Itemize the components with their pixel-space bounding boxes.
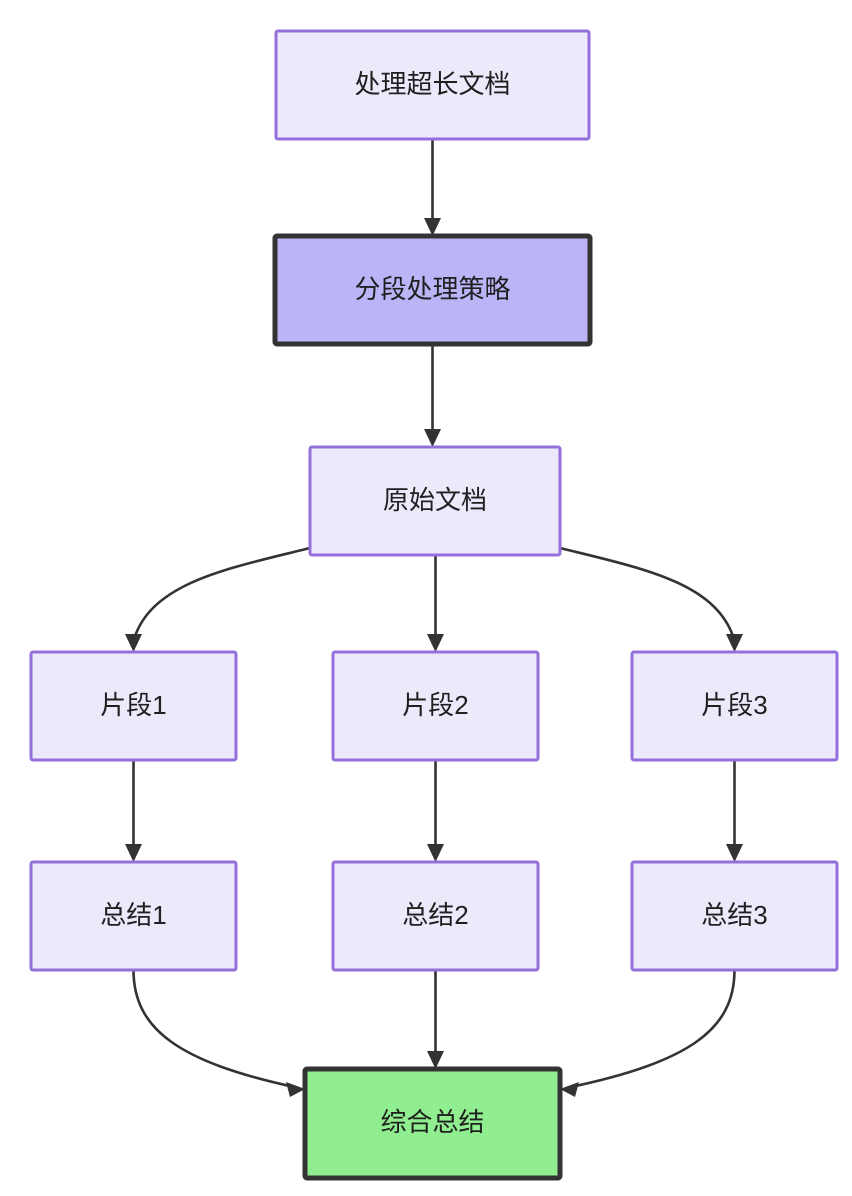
node-summary-2-box[interactable] (331, 860, 540, 972)
edge-chunk-strategy-to-source-doc (424, 344, 441, 447)
node-fragment-1[interactable]: 片段1 (29, 650, 238, 762)
node-fragment-3[interactable]: 片段3 (630, 650, 839, 762)
edge-summary-2-to-final-summary (427, 970, 444, 1069)
edge-source-doc-to-fragment-2 (427, 555, 444, 652)
node-doc-long[interactable]: 处理超长文档 (274, 29, 591, 141)
edge-source-doc-to-fragment-3 (559, 546, 743, 652)
edge-layer (125, 139, 743, 1097)
node-fragment-2[interactable]: 片段2 (331, 650, 540, 762)
node-summary-3[interactable]: 总结3 (630, 860, 839, 972)
node-chunk-strategy[interactable]: 分段处理策略 (272, 233, 593, 347)
node-summary-2[interactable]: 总结2 (331, 860, 540, 972)
node-source-doc-box[interactable] (308, 445, 562, 557)
node-layer: 处理超长文档 分段处理策略 原始文档 片段1 片段2 片段3 (29, 29, 839, 1181)
edge-fragment-3-to-summary-3 (726, 760, 743, 862)
edge-fragment-1-to-summary-1 (125, 760, 142, 862)
edge-summary-3-to-final-summary (560, 969, 736, 1097)
edge-doc-long-to-chunk-strategy (424, 139, 441, 236)
node-summary-1-box[interactable] (29, 860, 238, 972)
edge-summary-1-to-final-summary (132, 969, 305, 1097)
node-source-doc[interactable]: 原始文档 (308, 445, 562, 557)
node-doc-long-box[interactable] (274, 29, 591, 141)
node-fragment-1-box[interactable] (29, 650, 238, 762)
node-summary-1[interactable]: 总结1 (29, 860, 238, 972)
node-final-summary[interactable]: 综合总结 (302, 1066, 563, 1181)
edge-source-doc-to-fragment-1 (125, 546, 311, 652)
node-fragment-3-box[interactable] (630, 650, 839, 762)
edge-fragment-2-to-summary-2 (427, 760, 444, 862)
node-final-summary-box[interactable] (302, 1066, 563, 1181)
node-fragment-2-box[interactable] (331, 650, 540, 762)
node-summary-3-box[interactable] (630, 860, 839, 972)
node-chunk-strategy-box[interactable] (272, 233, 593, 347)
